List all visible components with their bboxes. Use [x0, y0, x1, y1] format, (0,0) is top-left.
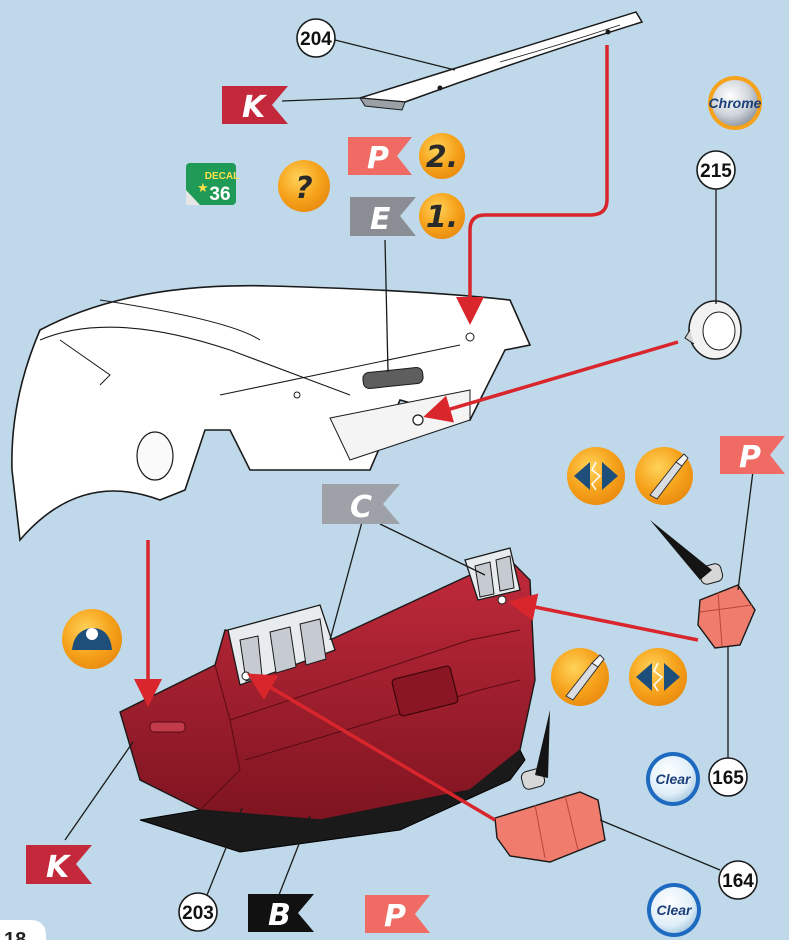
part-number-165: 165	[709, 758, 747, 796]
svg-text:P: P	[367, 141, 389, 176]
sanding-icon	[567, 447, 625, 505]
svg-text:18: 18	[4, 929, 26, 940]
flag-p-right: P	[720, 436, 785, 475]
flag-b-bottom: B	[248, 894, 314, 933]
svg-text:E: E	[370, 202, 391, 237]
part-number-203: 203	[179, 893, 217, 931]
svg-text:1.: 1.	[426, 200, 458, 235]
flag-p-bottom: P	[365, 895, 430, 934]
question-badge: ?	[278, 160, 330, 212]
svg-text:2.: 2.	[426, 140, 458, 175]
svg-text:B: B	[268, 898, 291, 933]
sanding-icon	[629, 648, 687, 706]
step-1-badge: 1.	[419, 193, 465, 239]
hobby-knife-icon	[635, 447, 693, 505]
chrome-cap-part	[685, 301, 741, 359]
svg-text:K: K	[242, 90, 268, 125]
part-number-204: 204	[297, 19, 335, 57]
svg-text:203: 203	[182, 903, 214, 924]
svg-text:P: P	[739, 440, 761, 475]
svg-text:C: C	[350, 490, 372, 525]
flag-k-top: K	[222, 86, 288, 125]
flag-e: E	[350, 197, 416, 237]
svg-text:K: K	[46, 850, 72, 885]
svg-text:Clear: Clear	[655, 771, 692, 787]
arrow-spoiler-to-body	[470, 45, 607, 318]
spoiler-part	[360, 12, 642, 110]
flag-k-bottom: K	[26, 845, 92, 885]
svg-text:165: 165	[712, 768, 744, 789]
svg-text:164: 164	[722, 871, 754, 892]
clear-badge-165: Clear	[646, 752, 700, 806]
hobby-knife-icon	[551, 648, 609, 706]
svg-text:36: 36	[209, 184, 230, 205]
svg-text:204: 204	[300, 29, 332, 50]
svg-text:?: ?	[295, 171, 312, 206]
flag-p-top: P	[348, 137, 412, 176]
tape-dispenser-icon	[62, 609, 122, 669]
clear-badge-164: Clear	[647, 883, 701, 937]
chrome-badge: Chrome	[708, 76, 762, 130]
part-number-164: 164	[719, 861, 757, 899]
part-number-215: 215	[697, 151, 735, 189]
step-2-badge: 2.	[419, 133, 465, 179]
svg-text:Chrome: Chrome	[709, 95, 762, 111]
flag-c: C	[322, 484, 400, 525]
svg-text:P: P	[384, 899, 406, 934]
star-icon: ★	[197, 180, 209, 195]
arrow-165-to-bumper	[515, 603, 698, 640]
decal-36-badge: DECAL 36 ★	[186, 163, 239, 205]
svg-text:Clear: Clear	[656, 902, 693, 918]
rear-body-shell	[12, 286, 530, 540]
svg-text:DECAL: DECAL	[205, 171, 239, 182]
svg-text:215: 215	[700, 161, 732, 182]
page-number: 18	[0, 920, 46, 940]
